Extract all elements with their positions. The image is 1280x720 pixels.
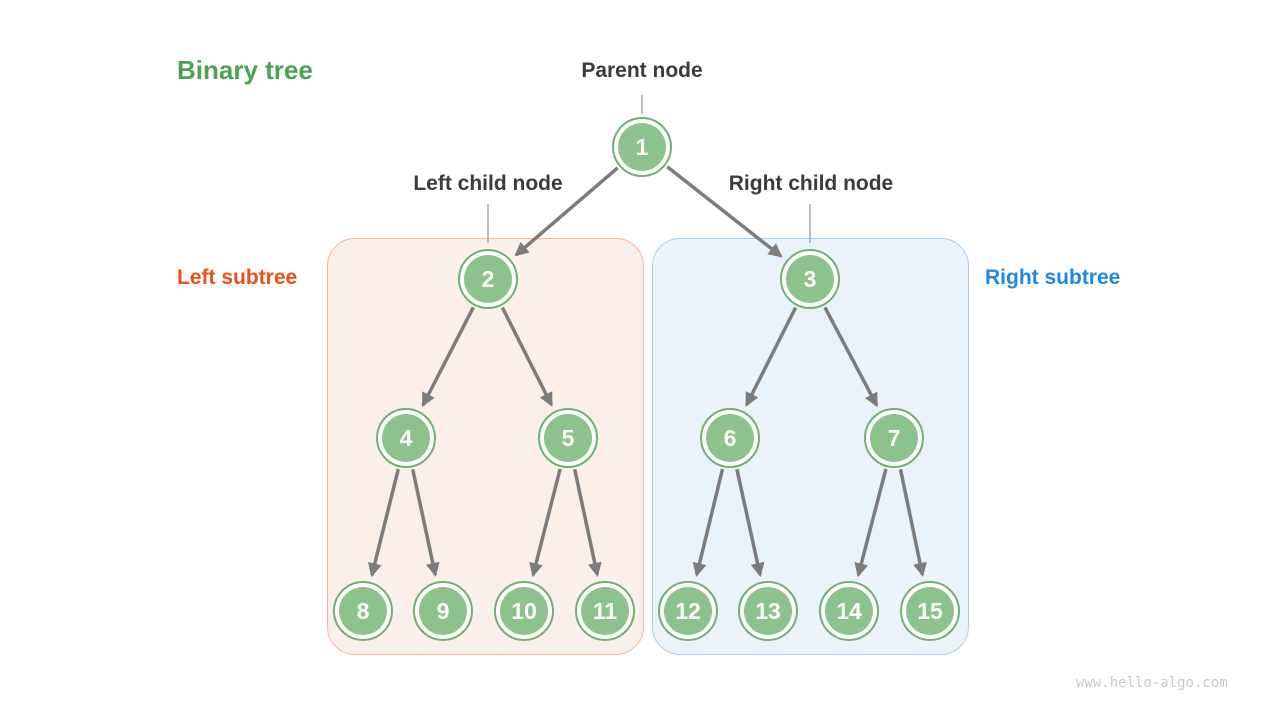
edge-4-9 <box>410 468 440 577</box>
left-child-node-label: Left child node <box>413 172 563 195</box>
tree-node-13: 13 <box>738 581 798 641</box>
tree-node-value: 6 <box>706 414 754 462</box>
tree-node-11: 11 <box>575 581 635 641</box>
parent-node-label: Parent node <box>581 59 703 82</box>
diagram-title: Binary tree <box>177 55 313 85</box>
tree-node-12: 12 <box>658 581 718 641</box>
edge-3-7 <box>823 306 879 408</box>
tree-node-3: 3 <box>780 249 840 309</box>
tree-node-value: 5 <box>544 414 592 462</box>
tree-node-value: 7 <box>870 414 918 462</box>
tree-node-value: 1 <box>618 123 666 171</box>
edge-2-5 <box>500 306 553 407</box>
tree-node-7: 7 <box>864 408 924 468</box>
tree-node-value: 8 <box>339 587 387 635</box>
tree-node-1: 1 <box>612 117 672 177</box>
tree-node-value: 4 <box>382 414 430 462</box>
edge-3-6 <box>745 306 798 407</box>
tree-node-value: 12 <box>664 587 712 635</box>
tree-node-9: 9 <box>413 581 473 641</box>
tree-node-value: 14 <box>825 587 873 635</box>
left-subtree-label: Left subtree <box>177 266 298 289</box>
tree-node-10: 10 <box>494 581 554 641</box>
right-subtree-label: Right subtree <box>985 266 1121 289</box>
tree-node-2: 2 <box>458 249 518 309</box>
edge-7-15 <box>898 468 927 577</box>
tree-node-5: 5 <box>538 408 598 468</box>
tree-node-value: 13 <box>744 587 792 635</box>
tree-node-value: 11 <box>581 587 629 635</box>
tree-node-value: 2 <box>464 255 512 303</box>
tree-node-value: 3 <box>786 255 834 303</box>
tree-node-6: 6 <box>700 408 760 468</box>
edge-2-4 <box>421 306 475 407</box>
tree-node-15: 15 <box>900 581 960 641</box>
edge-7-14 <box>854 468 888 578</box>
edge-4-8 <box>367 468 400 578</box>
tree-node-value: 10 <box>500 587 548 635</box>
edge-6-13 <box>735 468 765 577</box>
edge-5-11 <box>572 468 602 577</box>
tree-node-value: 15 <box>906 587 954 635</box>
edge-6-12 <box>692 468 725 578</box>
edge-5-10 <box>529 468 562 578</box>
edge-1-2 <box>514 166 619 257</box>
tree-node-8: 8 <box>333 581 393 641</box>
tree-node-value: 9 <box>419 587 467 635</box>
edge-1-3 <box>666 165 783 258</box>
tree-node-4: 4 <box>376 408 436 468</box>
tree-node-14: 14 <box>819 581 879 641</box>
right-child-node-label: Right child node <box>728 172 894 195</box>
watermark: www.hello-algo.com <box>1076 675 1228 691</box>
